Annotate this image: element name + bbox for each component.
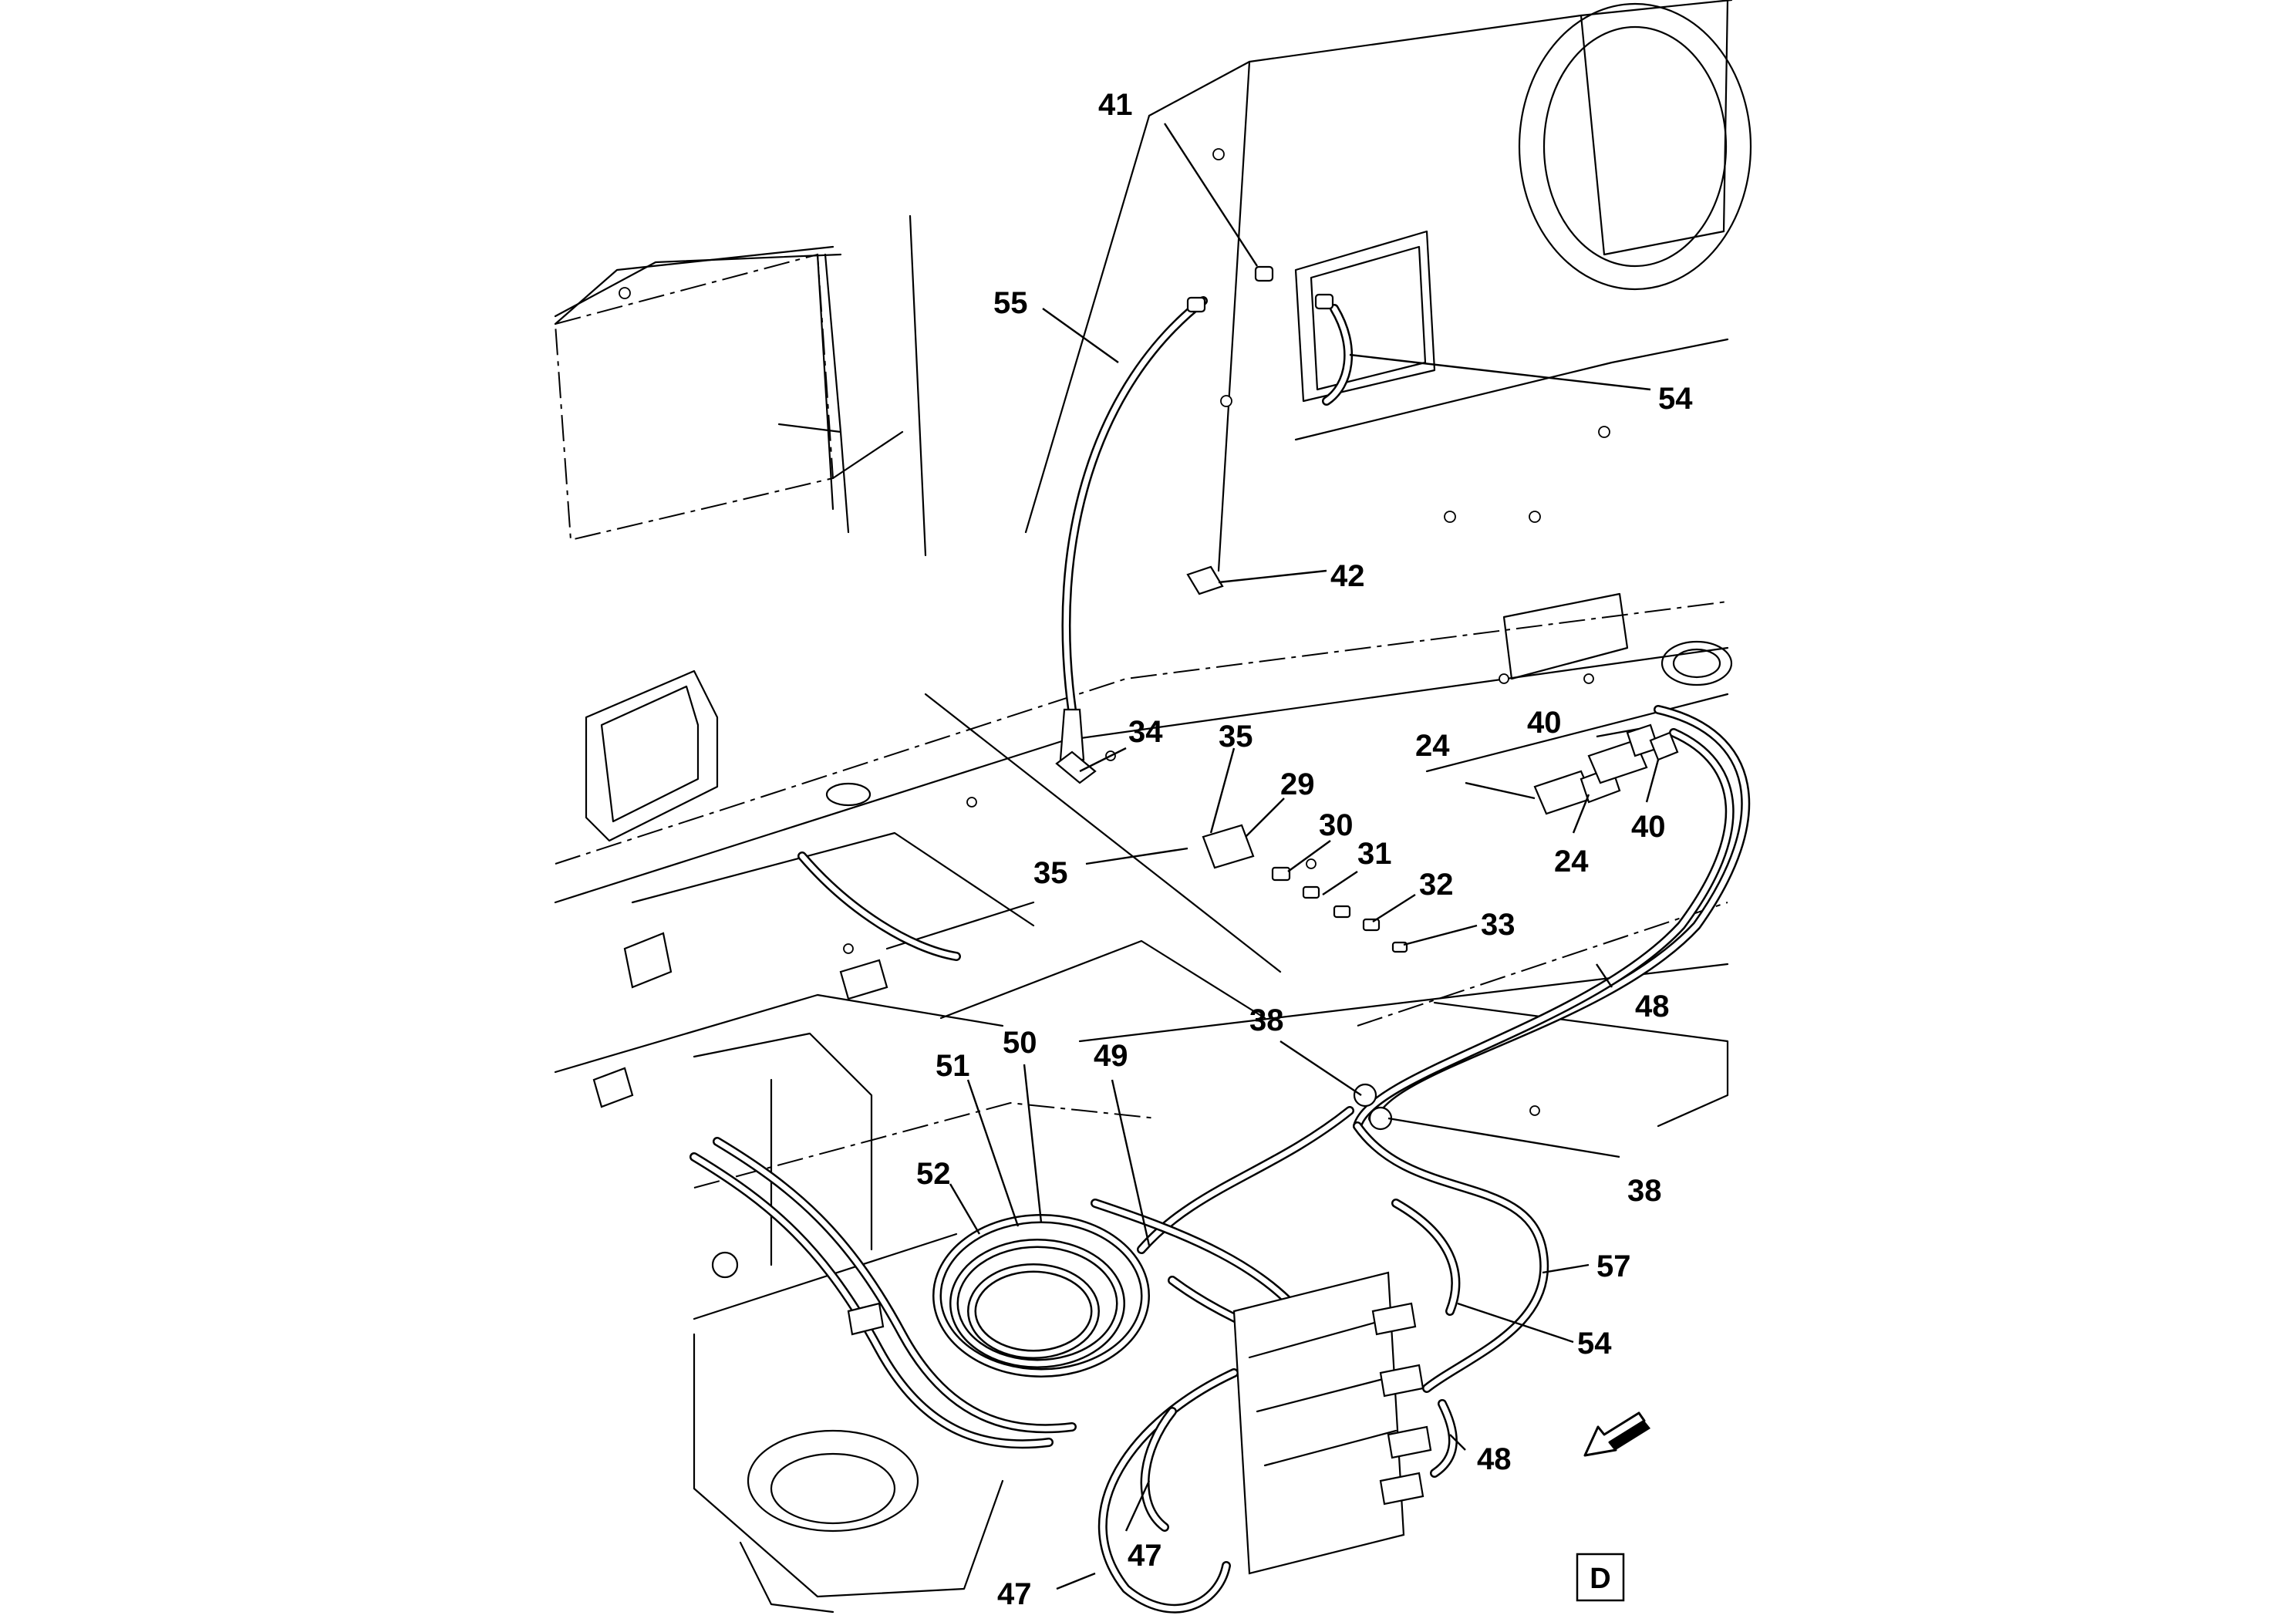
callout-47: 47 [997, 1577, 1032, 1611]
callout-38: 38 [1627, 1174, 1662, 1208]
callout-38: 38 [1249, 1003, 1284, 1037]
part-callouts: 41 55 54 42 34 35 29 30 31 35 32 33 40 2… [916, 88, 1693, 1611]
callout-24: 24 [1415, 729, 1450, 763]
callout-50: 50 [1003, 1026, 1037, 1060]
callout-33: 33 [1481, 908, 1515, 942]
callout-35: 35 [1033, 856, 1068, 890]
callout-40: 40 [1631, 810, 1666, 844]
callout-55: 55 [993, 286, 1028, 320]
view-label: D [1590, 1563, 1610, 1595]
hydraulic-hoses [689, 296, 1751, 1614]
callout-41: 41 [1098, 88, 1133, 122]
machine-frame-structure [554, 0, 1752, 1614]
callout-31: 31 [1357, 837, 1392, 871]
callout-47: 47 [1128, 1539, 1162, 1573]
callout-52: 52 [916, 1157, 951, 1191]
leader-lines [949, 123, 1660, 1590]
callout-54: 54 [1577, 1327, 1612, 1361]
callout-57: 57 [1596, 1249, 1631, 1283]
callout-30: 30 [1319, 808, 1354, 842]
callout-34: 34 [1128, 715, 1163, 749]
callout-42: 42 [1330, 559, 1365, 593]
callout-40: 40 [1527, 706, 1562, 740]
callout-54: 54 [1658, 382, 1693, 416]
view-label-box: D [1576, 1553, 1625, 1602]
callout-48: 48 [1477, 1442, 1512, 1476]
direction-arrow-icon [1583, 1411, 1650, 1457]
callout-49: 49 [1094, 1039, 1128, 1073]
callout-51: 51 [936, 1049, 970, 1083]
callout-48: 48 [1635, 990, 1670, 1023]
fittings [592, 265, 1679, 1575]
callout-35: 35 [1219, 720, 1253, 754]
callout-29: 29 [1280, 767, 1315, 801]
callout-32: 32 [1419, 868, 1454, 902]
callout-24: 24 [1554, 845, 1589, 878]
